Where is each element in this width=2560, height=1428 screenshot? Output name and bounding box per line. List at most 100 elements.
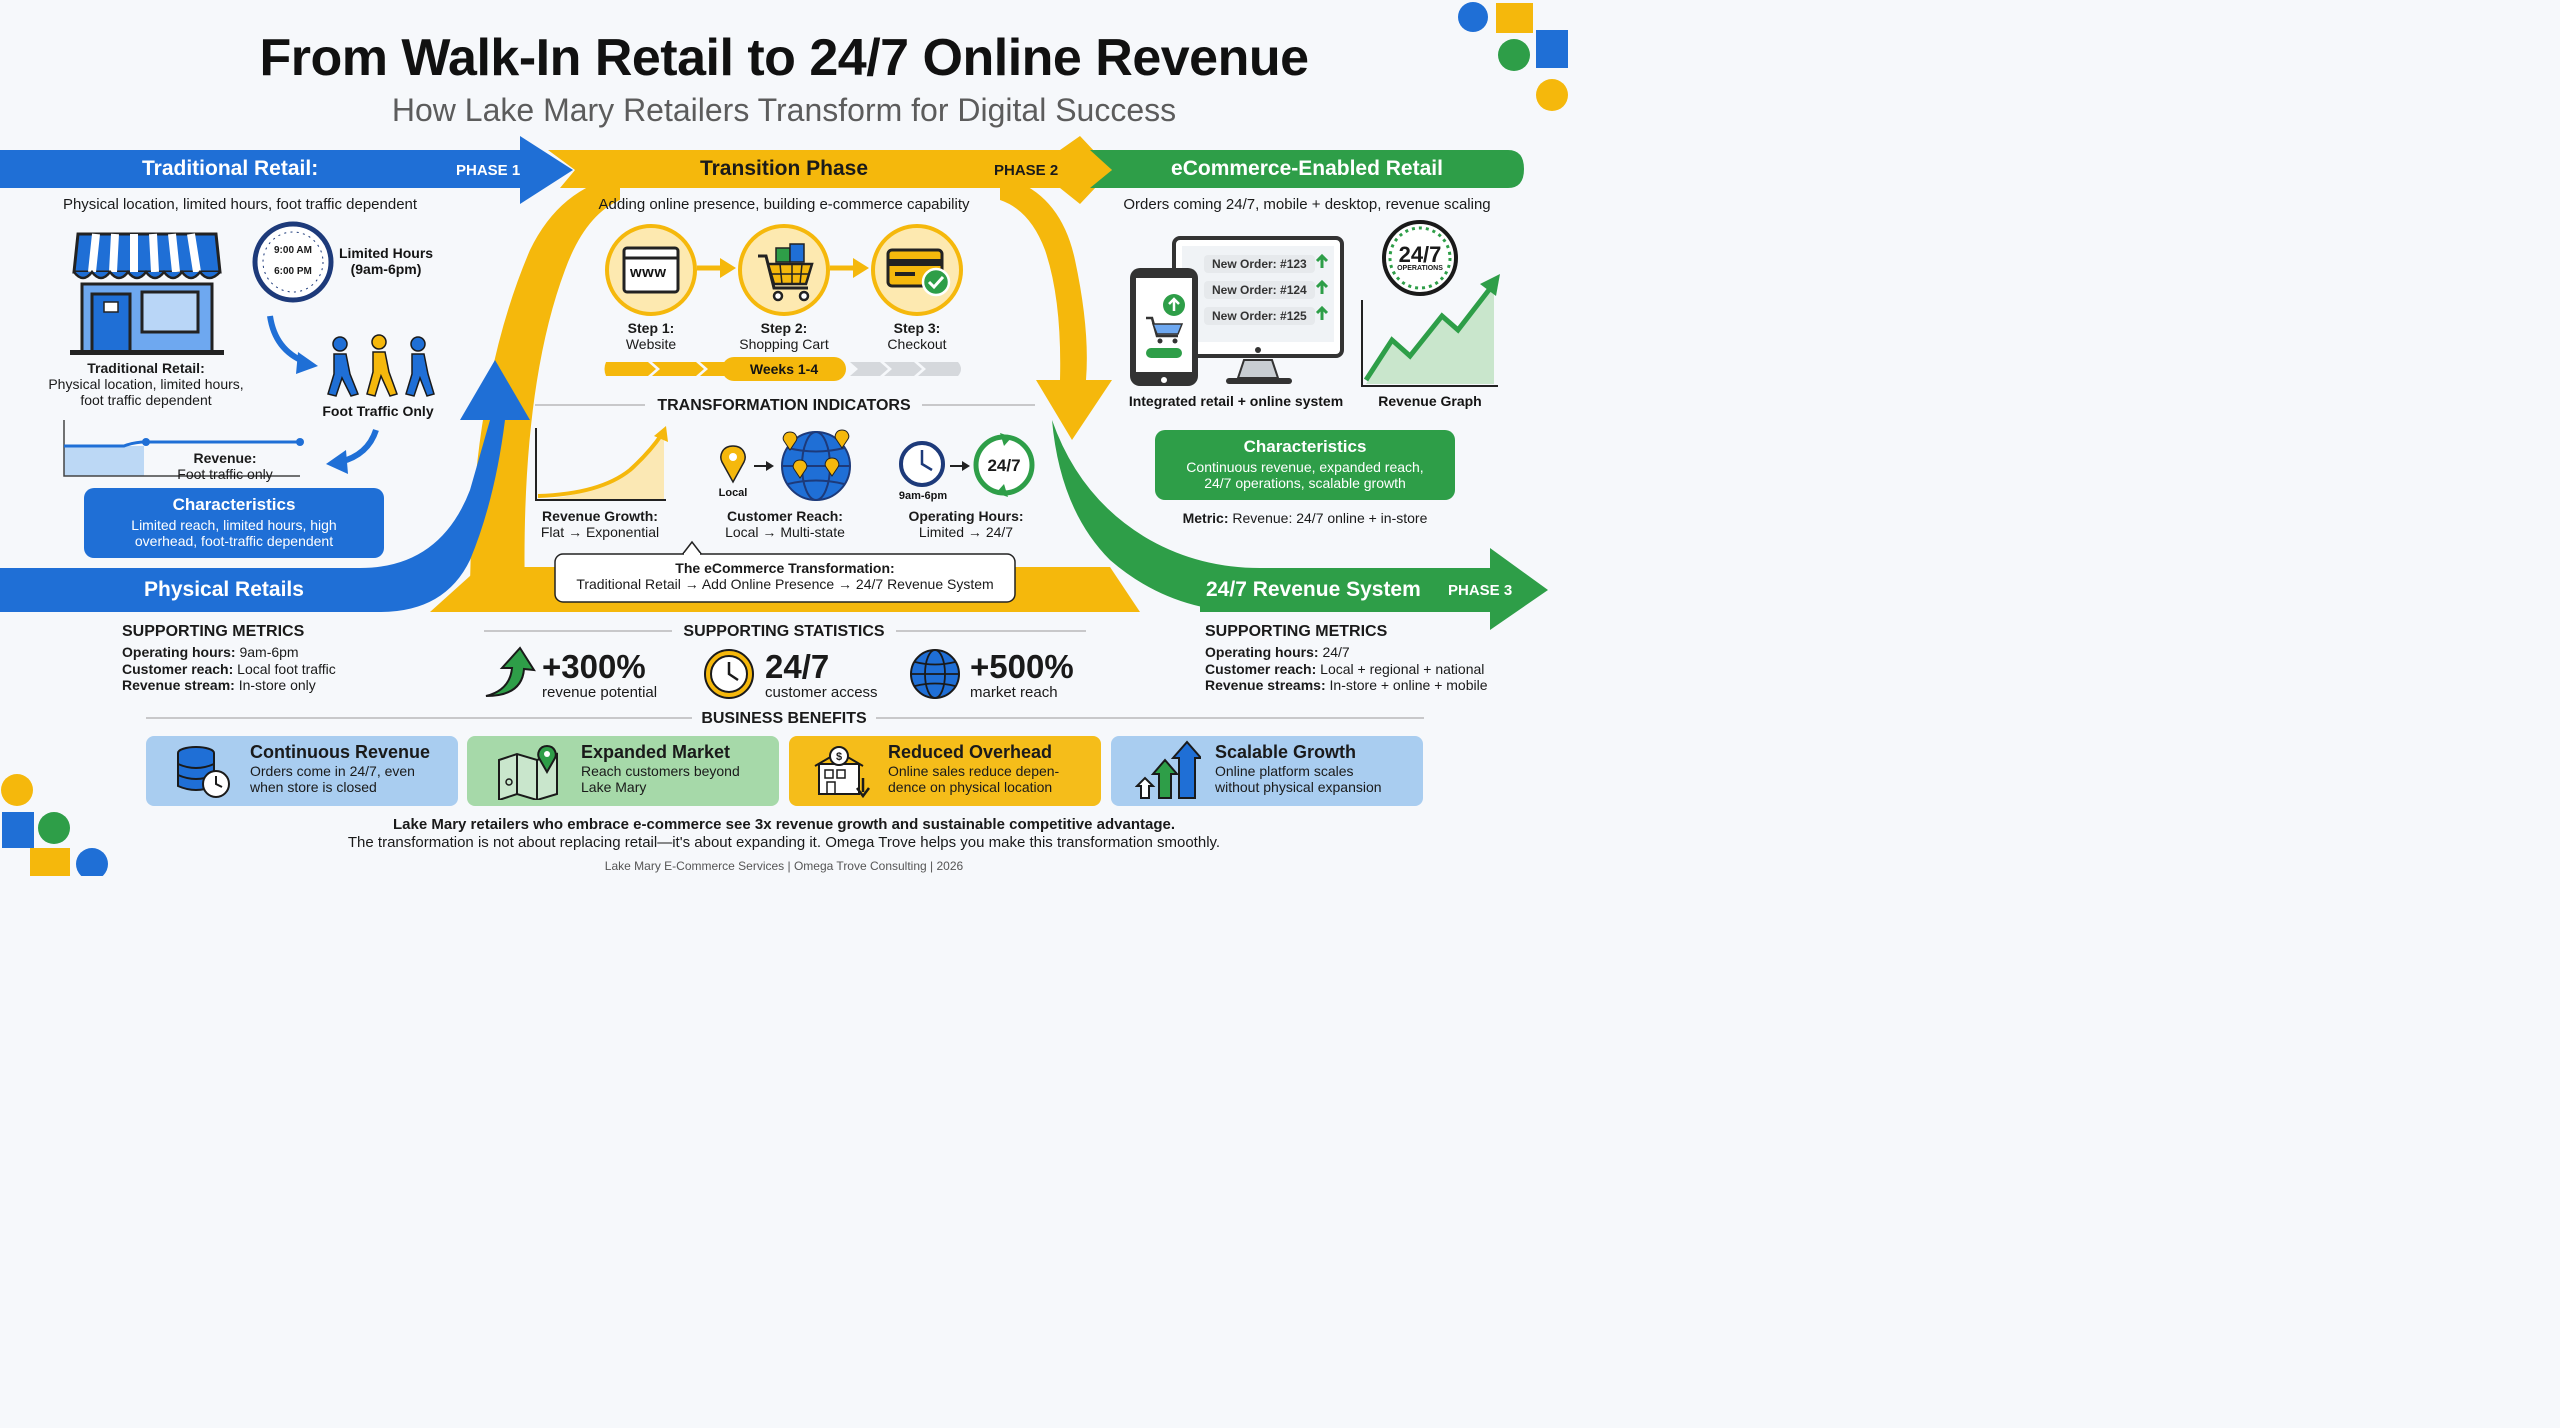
phase1-characteristics-title: Characteristics bbox=[172, 495, 296, 514]
arrow-up-icon bbox=[485, 646, 536, 697]
page-title: From Walk-In Retail to 24/7 Online Reven… bbox=[259, 29, 1309, 87]
clock-stat-icon bbox=[704, 649, 754, 699]
indicator-reach-title: Customer Reach: bbox=[727, 508, 843, 524]
map-pin-icon bbox=[498, 744, 558, 800]
step1-title: Step 1: bbox=[627, 320, 675, 336]
foot-traffic-label: Foot Traffic Only bbox=[322, 403, 434, 419]
phase3-curve bbox=[1052, 420, 1260, 612]
phase3-characteristics-box: Characteristics Continuous revenue, expa… bbox=[1155, 430, 1455, 500]
benefit-2-text: Expanded Market Reach customers beyond L… bbox=[581, 742, 740, 795]
step3-name: Checkout bbox=[887, 336, 947, 352]
store-caption-line2: foot traffic dependent bbox=[80, 392, 212, 408]
benefit-3-line1: Online sales reduce depen- bbox=[888, 763, 1060, 779]
benefit-1-line1: Orders come in 24/7, even bbox=[250, 763, 415, 779]
benefit-2-line1: Reach customers beyond bbox=[581, 763, 740, 779]
clock-time-start: 9:00 AM bbox=[274, 245, 312, 256]
indicator-hours: Operating Hours: Limited → 24/7 bbox=[896, 508, 1036, 540]
phase2-label: PHASE 2 bbox=[994, 162, 1059, 179]
benefit-3-line2: dence on physical location bbox=[888, 779, 1053, 795]
corner-decoration-top-right bbox=[1458, 2, 1568, 111]
phase3-bottom-label: 24/7 Revenue System bbox=[1206, 578, 1421, 601]
phase3-label: PHASE 3 bbox=[1448, 582, 1513, 599]
weeks-progress-bar bbox=[604, 357, 961, 381]
stat-reach: +500% market reach bbox=[970, 648, 1074, 702]
benefit-3-title: Reduced Overhead bbox=[888, 742, 1053, 762]
database-clock-icon bbox=[177, 746, 230, 798]
weeks-label: Weeks 1-4 bbox=[749, 361, 819, 377]
phase1-metric-revenue: Revenue stream: In-store only bbox=[122, 677, 316, 693]
phase3-metrics-list: Operating hours: 24/7 Customer reach: Lo… bbox=[1205, 644, 1488, 694]
operating-hours-icons bbox=[899, 433, 1035, 497]
step2-label: Step 2: Shopping Cart bbox=[724, 320, 844, 352]
indicator-hours-title: Operating Hours: bbox=[908, 508, 1024, 524]
phase3-characteristics-line2: 24/7 operations, scalable growth bbox=[1204, 475, 1406, 491]
phase3-metric-key: Metric: bbox=[1182, 510, 1229, 526]
transition-arc-left bbox=[470, 176, 620, 600]
transformation-callout: The eCommerce Transformation: Traditiona… bbox=[555, 560, 1015, 592]
step3-label: Step 3: Checkout bbox=[867, 320, 967, 352]
order-notification-1: New Order: #123 bbox=[1204, 255, 1315, 273]
corner-decoration-bottom-left bbox=[1, 774, 108, 876]
stat-access-label: customer access bbox=[765, 684, 878, 701]
limited-hours-line1: Limited Hours bbox=[338, 245, 434, 261]
operations-badge-big: 24/7 bbox=[1398, 242, 1442, 267]
storefront-icon bbox=[70, 232, 224, 355]
phase3-metric-hours: Operating hours: 24/7 bbox=[1205, 644, 1350, 660]
operations-badge-small: OPERATIONS bbox=[1397, 265, 1443, 272]
phase3-metric-revenue: Revenue streams: In-store + online + mob… bbox=[1205, 677, 1488, 693]
phase1-characteristics-line2: overhead, foot-traffic dependent bbox=[134, 533, 334, 549]
indicator-reach: Customer Reach: Local → Multi-state bbox=[715, 508, 855, 540]
phase3-characteristics-line1: Continuous revenue, expanded reach, bbox=[1186, 459, 1424, 475]
step1-name: Website bbox=[625, 336, 677, 352]
step3-title: Step 3: bbox=[893, 320, 941, 336]
stat-access-value: 24/7 bbox=[765, 648, 830, 685]
phase3-metric-value: Revenue: 24/7 online + in-store bbox=[1232, 510, 1428, 526]
operations-247-badge bbox=[1382, 220, 1458, 296]
benefit-4-line1: Online platform scales bbox=[1215, 763, 1354, 779]
benefit-continuous-revenue: Continuous Revenue Orders come in 24/7, … bbox=[146, 736, 458, 806]
phase1-header: Traditional Retail: bbox=[142, 157, 319, 180]
phase1-bottom-banner bbox=[0, 360, 530, 612]
phase3-characteristics-title: Characteristics bbox=[1243, 437, 1367, 456]
phase3-metric-reach: Customer reach: Local + regional + natio… bbox=[1205, 660, 1485, 677]
step1-label: Step 1: Website bbox=[601, 320, 701, 352]
phase3-metrics-title: SUPPORTING METRICS bbox=[1205, 623, 1388, 640]
step2-name: Shopping Cart bbox=[739, 336, 829, 352]
limited-hours-label: Limited Hours (9am-6pm) bbox=[336, 245, 436, 277]
badge-247-small: 24/7 bbox=[987, 456, 1021, 475]
indicator-reach-text: Local → Multi-state bbox=[725, 524, 845, 540]
revenue-flat-title: Revenue: bbox=[193, 450, 257, 466]
benefit-2-line2: Lake Mary bbox=[581, 779, 647, 795]
stat-revenue-label: revenue potential bbox=[542, 684, 658, 701]
customer-reach-icons bbox=[720, 429, 851, 501]
hours-small-label: 9am-6pm bbox=[898, 490, 948, 502]
phase3-bottom-banner bbox=[1200, 548, 1548, 630]
step-circles bbox=[605, 224, 963, 316]
transition-arc-right bbox=[1000, 176, 1112, 440]
footer-headline: Lake Mary retailers who embrace e-commer… bbox=[393, 816, 1175, 833]
system-label: Integrated retail + online system bbox=[1128, 393, 1344, 409]
local-label: Local bbox=[718, 487, 748, 499]
phase1-characteristics-box: Characteristics Limited reach, limited h… bbox=[84, 488, 384, 558]
transformation-title: The eCommerce Transformation: bbox=[675, 560, 895, 576]
clock-icon bbox=[252, 221, 334, 303]
stat-revenue: +300% revenue potential bbox=[542, 648, 658, 702]
phase1-description: Physical location, limited hours, foot t… bbox=[62, 196, 418, 213]
order-notification-2: New Order: #124 bbox=[1204, 281, 1315, 299]
benefit-4-line2: without physical expansion bbox=[1215, 779, 1382, 795]
phase1-metrics-list: Operating hours: 9am-6pm Customer reach:… bbox=[122, 644, 336, 694]
phase1-banner bbox=[0, 136, 573, 204]
phase1-metric-reach: Customer reach: Local foot traffic bbox=[122, 660, 336, 677]
www-icon: www bbox=[630, 264, 667, 281]
step2-title: Step 2: bbox=[760, 320, 808, 336]
stat-reach-value: +500% bbox=[970, 648, 1074, 685]
stat-access: 24/7 customer access bbox=[765, 648, 878, 702]
indicator-revenue: Revenue Growth: Flat → Exponential bbox=[530, 508, 670, 540]
stat-revenue-value: +300% bbox=[542, 648, 646, 685]
phase1-label: PHASE 1 bbox=[456, 162, 521, 179]
benefit-reduced-overhead: $ Reduced Overhead Online sales reduce d… bbox=[789, 736, 1101, 806]
indicators-title: TRANSFORMATION INDICATORS bbox=[657, 397, 911, 414]
transformation-text: Traditional Retail → Add Online Presence… bbox=[576, 576, 994, 592]
phase3-description: Orders coming 24/7, mobile + desktop, re… bbox=[1123, 196, 1491, 213]
store-caption-line1: Physical location, limited hours, bbox=[48, 376, 244, 392]
